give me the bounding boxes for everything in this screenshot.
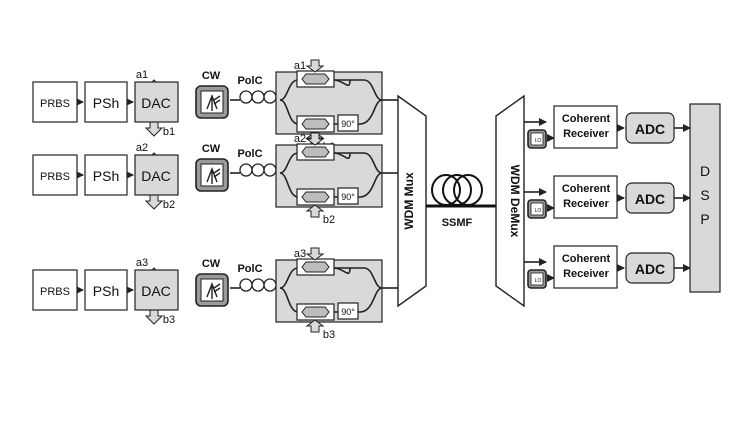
ssmf-label: SSMF	[442, 217, 473, 229]
laser-icon	[206, 167, 221, 184]
modulator-a-label: a1	[294, 60, 306, 72]
adc-label: ADC	[635, 191, 665, 207]
dac-output-a-label: a3	[136, 257, 148, 269]
coherent-receiver-block	[553, 245, 618, 289]
cw-label: CW	[202, 70, 221, 82]
modulator-b-label: b2	[323, 214, 335, 226]
polc-label: PolC	[237, 263, 262, 275]
wdm-mux-label: WDM Mux	[402, 172, 416, 230]
dac-output-b-label: b1	[163, 126, 175, 138]
prbs-label: PRBS	[40, 286, 70, 298]
cw-label: CW	[202, 143, 221, 155]
dac-output-a-label: a1	[136, 69, 148, 81]
laser-icon	[206, 94, 221, 111]
ssmf-fiber-coil	[431, 174, 483, 206]
wdm-mux	[397, 94, 427, 308]
psh-block	[84, 81, 128, 123]
psh-label: PSh	[93, 283, 119, 299]
modulator-a-label: a3	[294, 248, 306, 260]
dsp-letter-3: P	[700, 211, 709, 227]
tx-row: PRBSPShDACa1b1CWPolCa1b190°	[32, 60, 398, 153]
transmitter-rows: PRBSPShDACa1b1CWPolCa1b190°PRBSPShDACa2b…	[32, 60, 398, 341]
dac-output-b-label: b2	[163, 199, 175, 211]
dac-label: DAC	[141, 95, 171, 111]
lo-label: LO	[535, 278, 542, 284]
dsp-letter-2: S	[700, 187, 709, 203]
receiver-label-line2: Receiver	[563, 128, 610, 140]
adc-label: ADC	[635, 261, 665, 277]
phase-shifter-label: 90°	[341, 119, 355, 129]
adc-block	[625, 112, 675, 144]
dac-block	[134, 269, 179, 311]
laser-icon	[206, 282, 221, 299]
adc-block	[625, 252, 675, 284]
dac-block	[134, 154, 179, 196]
polc-label: PolC	[237, 148, 262, 160]
polc-label: PolC	[237, 75, 262, 87]
dac-block	[134, 81, 179, 123]
modulator-a-label: a2	[294, 133, 306, 145]
coherent-receiver-block	[553, 175, 618, 219]
prbs-label: PRBS	[40, 98, 70, 110]
dsp-block	[689, 103, 721, 293]
receiver-label-line1: Coherent	[562, 113, 611, 125]
tx-row: PRBS PSh DAC a2 b2 CW PolC a2 b2 90°	[32, 133, 398, 226]
phase-shifter-label: 90°	[341, 192, 355, 202]
adc-label: ADC	[635, 121, 665, 137]
cw-label: CW	[202, 258, 221, 270]
coherent-receiver-block	[553, 105, 618, 149]
wdm-demux	[495, 94, 525, 308]
lo-label: LO	[535, 138, 542, 144]
receiver-label-line1: Coherent	[562, 253, 611, 265]
dsp-letter-1: D	[700, 163, 710, 179]
dac-label: DAC	[141, 168, 171, 184]
psh-label: PSh	[93, 95, 119, 111]
prbs-label: PRBS	[40, 171, 70, 183]
prbs-block	[32, 154, 78, 196]
receiver-label-line1: Coherent	[562, 183, 611, 195]
receiver-label-line2: Receiver	[563, 198, 610, 210]
psh-label: PSh	[93, 168, 119, 184]
tx-row: PRBS PSh DAC a3 b3 CW PolC a3 b3 90°	[32, 248, 398, 341]
prbs-block	[32, 81, 78, 123]
adc-block	[625, 182, 675, 214]
dac-label: DAC	[141, 283, 171, 299]
dac-output-a-label: a2	[136, 142, 148, 154]
modulator-b-label: b3	[323, 329, 335, 341]
receiver-label-line2: Receiver	[563, 268, 610, 280]
wdm-demux-label: WDM DeMux	[508, 165, 522, 238]
psh-block	[84, 154, 128, 196]
dac-output-b-label: b3	[163, 314, 175, 326]
psh-block	[84, 269, 128, 311]
prbs-block	[32, 269, 78, 311]
phase-shifter-label: 90°	[341, 307, 355, 317]
lo-label: LO	[535, 208, 542, 214]
